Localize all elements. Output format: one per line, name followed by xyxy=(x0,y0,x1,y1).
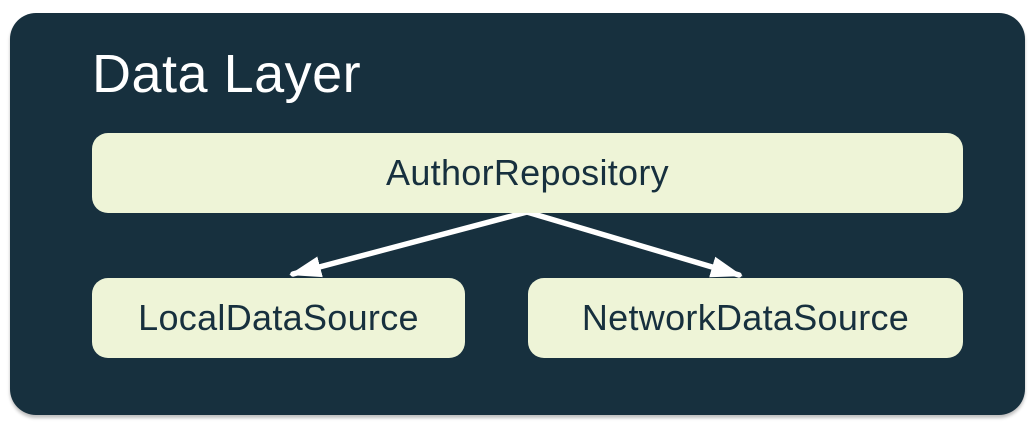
data-layer-container: Data Layer AuthorRepository LocalDataSou… xyxy=(10,13,1025,415)
node-author-repository-label: AuthorRepository xyxy=(386,152,669,193)
arrow-repository-to-network xyxy=(524,209,743,278)
data-layer-title: Data Layer xyxy=(92,44,362,104)
node-author-repository: AuthorRepository xyxy=(92,133,963,213)
node-network-data-source-label: NetworkDataSource xyxy=(581,297,910,338)
node-local-data-source-label: LocalDataSource xyxy=(138,297,419,338)
node-local-data-source: LocalDataSource xyxy=(92,278,465,358)
arrow-repository-to-local xyxy=(289,209,530,278)
node-network-data-source: NetworkDataSource xyxy=(528,278,963,358)
